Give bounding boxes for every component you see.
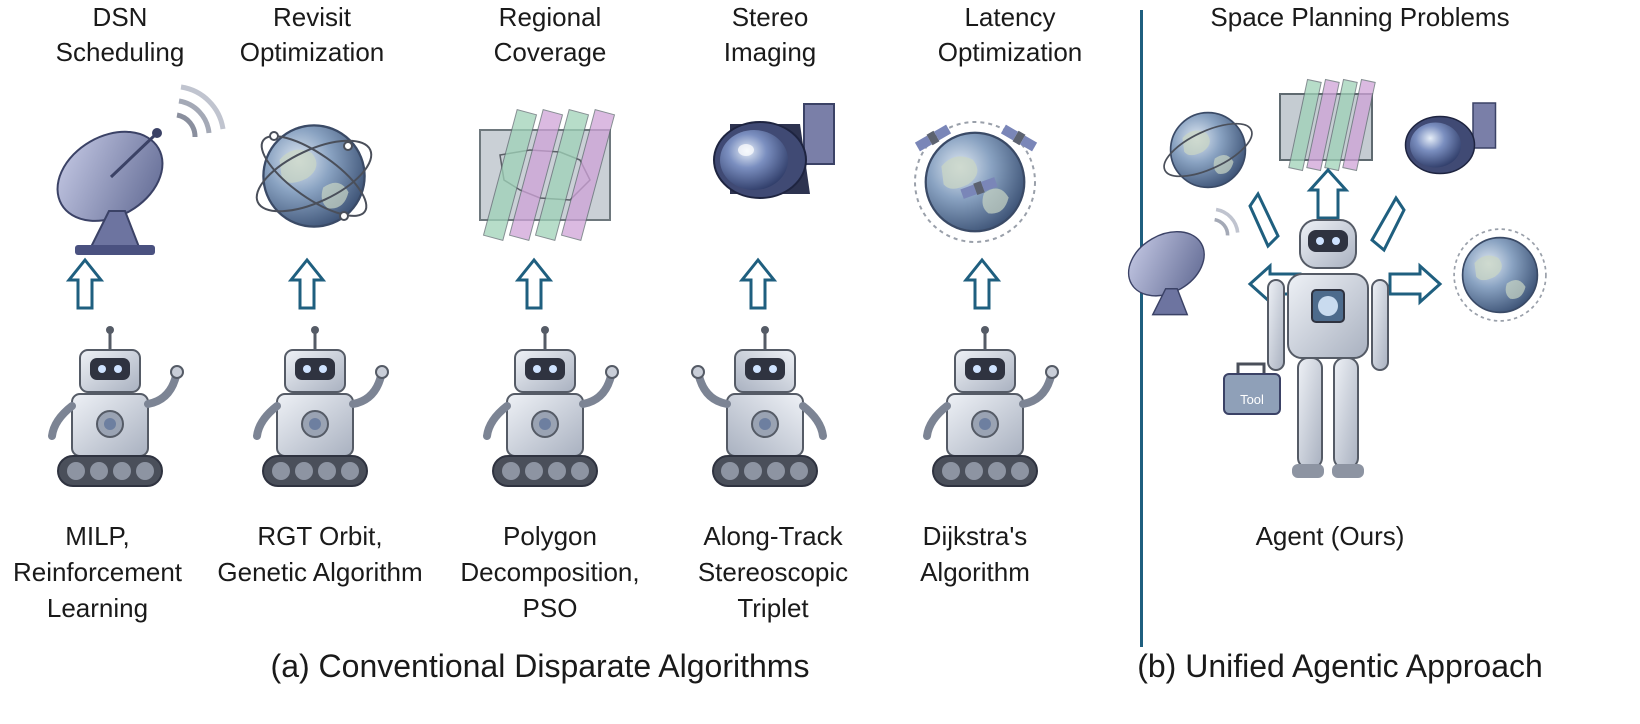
camera-icon — [1404, 102, 1497, 175]
method-label-stereo: Along-Track Stereoscopic Triplet — [697, 521, 849, 623]
caption-unified: (b) Unified Agentic Approach — [1137, 648, 1543, 684]
arrow-up-icon — [67, 258, 103, 310]
arrow-up-icon — [516, 258, 552, 310]
robot-regional — [455, 310, 635, 490]
section-divider — [1140, 10, 1143, 647]
coverage-map-icon — [1279, 78, 1376, 172]
satellite-dish-icon — [56, 84, 226, 255]
toolbox-label: Tool — [1240, 392, 1264, 407]
robot-revisit — [225, 310, 405, 490]
coverage-map-icon — [479, 109, 616, 241]
column-title-stereo: Stereo Imaging — [723, 2, 817, 67]
method-label-dsn: MILP, Reinforcement Learning — [12, 521, 183, 623]
method-label-regional: Polygon Decomposition, PSO — [460, 521, 640, 623]
robot-latency — [895, 310, 1075, 490]
caption-conventional: (a) Conventional Disparate Algorithms — [270, 648, 810, 684]
column-title-dsn: DSN Scheduling — [55, 2, 185, 67]
agent-robot — [1267, 219, 1389, 478]
camera-icon — [713, 103, 835, 199]
robot-dsn — [20, 310, 200, 490]
globe-orbits-icon — [255, 124, 373, 228]
arrow-right-icon — [1388, 262, 1443, 306]
unified-title: Space Planning Problems — [1210, 2, 1510, 32]
column-title-latency: Latency Optimization — [937, 2, 1083, 67]
toolbox-icon — [1223, 362, 1281, 415]
arrow-up-left-icon — [1248, 190, 1280, 249]
method-label-revisit: RGT Orbit, Genetic Algorithm — [217, 521, 423, 587]
method-label-latency: Dijkstra's Algorithm — [920, 521, 1030, 587]
column-title-regional: Regional Coverage — [493, 2, 607, 67]
globe-satellites-icon — [914, 121, 1038, 243]
arrow-up-icon — [289, 258, 325, 310]
arrow-up-right-icon — [1370, 195, 1406, 253]
arrow-up-icon — [1306, 167, 1350, 220]
globe-satellites-icon — [1453, 228, 1547, 322]
arrow-up-icon — [964, 258, 1000, 310]
unified-agent-diagram: Tool — [1127, 78, 1547, 478]
agent-label: Agent (Ours) — [1255, 521, 1405, 551]
robot-stereo — [675, 310, 855, 490]
globe-orbits-icon — [1163, 111, 1253, 189]
satellite-dish-icon — [1127, 207, 1240, 316]
arrow-up-icon — [740, 258, 776, 310]
column-title-revisit: Revisit Optimization — [239, 2, 385, 67]
